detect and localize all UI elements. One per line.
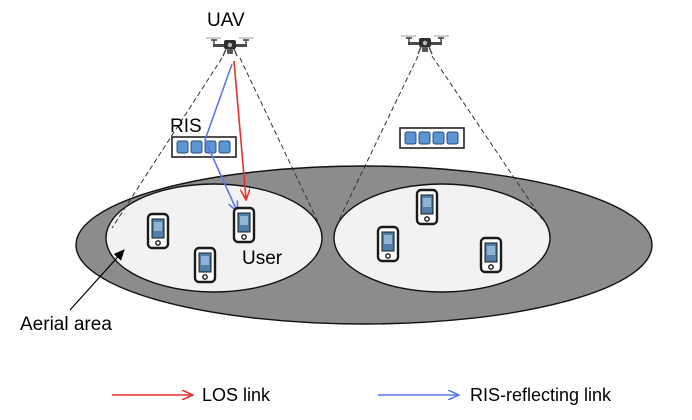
ris-panel-icon [171,136,237,158]
legend-los-label: LOS link [202,385,271,405]
phone-icon [193,246,217,284]
phone-icon [146,212,170,250]
ris-label: RIS [170,116,202,137]
los-link-arrow [233,60,246,199]
legend-ris-label: RIS-reflecting link [470,385,612,405]
aerial-area-pointer [69,249,125,311]
phone-icon [376,225,400,263]
user-label: User [242,248,283,269]
coverage-cone-right [337,55,545,223]
phone-icon [232,206,256,244]
coverage-area-right [333,183,551,293]
legend: LOS link RIS-reflecting link [112,385,612,405]
phone-icon [479,236,503,274]
ris-panel-icon [399,127,465,149]
phone-icon [415,188,439,226]
coverage-cone-left [111,57,319,229]
uav-label: UAV [207,10,245,31]
aerial-area-label: Aerial area [20,314,112,335]
drone-icon [400,35,450,55]
coverage-area-left [105,183,323,293]
drone-icon [205,37,255,57]
ris-reflecting-link-arrow [204,63,237,211]
